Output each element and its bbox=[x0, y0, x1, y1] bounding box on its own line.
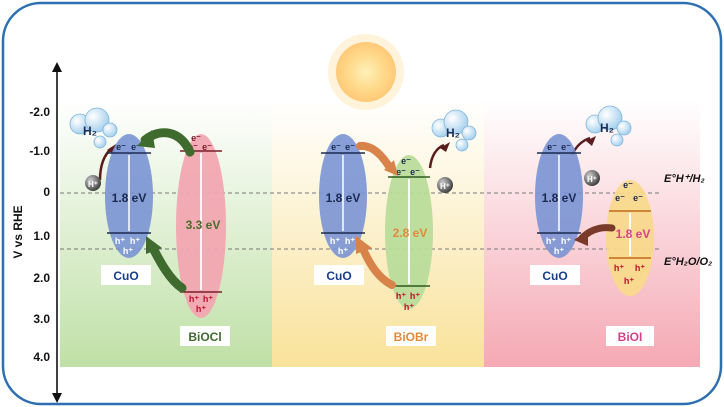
electron-label: e⁻ bbox=[202, 142, 212, 152]
cuo-label-box bbox=[314, 265, 364, 285]
y-axis-arrow-bottom bbox=[52, 393, 62, 403]
h-plus-label: H⁺ bbox=[88, 180, 98, 189]
electron-label: e⁻ bbox=[633, 193, 643, 203]
electron-label: e⁻ bbox=[623, 180, 633, 190]
cuo-gap-value: 1.8 eV bbox=[112, 191, 147, 205]
hole-label: h⁺ bbox=[203, 294, 213, 304]
electron-label: e⁻ bbox=[345, 142, 355, 152]
biobr-label: BiOBr bbox=[394, 330, 429, 344]
hole-label: h⁺ bbox=[396, 291, 406, 301]
h-plus-label: H⁺ bbox=[587, 175, 597, 184]
hole-label: h⁺ bbox=[614, 263, 624, 273]
electron-label: e⁻ bbox=[188, 142, 198, 152]
electron-label: e⁻ bbox=[401, 156, 411, 166]
hole-label: h⁺ bbox=[196, 304, 206, 314]
electron-label: e⁻ bbox=[547, 142, 557, 152]
hole-label: h⁺ bbox=[404, 302, 414, 312]
h2-label: H₂ bbox=[83, 124, 97, 138]
panel-biocl-background bbox=[60, 100, 272, 367]
h-plus-ion-icon bbox=[85, 175, 101, 191]
h2-label: H₂ bbox=[600, 121, 614, 135]
hole-label: h⁺ bbox=[330, 236, 340, 246]
y-tick-label: -1.0 bbox=[29, 144, 50, 158]
hole-label: h⁺ bbox=[624, 276, 634, 286]
y-tick-label: 3.0 bbox=[33, 312, 50, 326]
bioi-label-box bbox=[606, 326, 654, 346]
electron-transfer-arrowhead bbox=[384, 160, 398, 176]
cuo-label: CuO bbox=[542, 269, 567, 283]
hole-label: h⁺ bbox=[546, 236, 556, 246]
hole-label: h⁺ bbox=[561, 236, 571, 246]
y-axis-arrow-top bbox=[52, 62, 62, 72]
electron-label: e⁻ bbox=[331, 142, 341, 152]
hole-label: h⁺ bbox=[410, 291, 420, 301]
hole-transfer-arrowhead bbox=[356, 236, 372, 254]
y-tick-label: 4.0 bbox=[33, 350, 50, 364]
reference-label-h: E°H⁺/H₂ bbox=[664, 173, 705, 185]
biocl-label: BiOCl bbox=[188, 330, 221, 344]
y-tick-label: 2.0 bbox=[33, 271, 50, 285]
y-tick-label: 0 bbox=[43, 185, 50, 199]
h-plus-label: H⁺ bbox=[440, 182, 450, 191]
hole-label: h⁺ bbox=[635, 263, 645, 273]
biobr-label-box bbox=[386, 326, 436, 346]
electron-label: e⁻ bbox=[561, 142, 571, 152]
h2-bubbles-icon: H₂ bbox=[69, 107, 118, 149]
cuo-label: CuO bbox=[113, 269, 138, 283]
h2-arrowhead bbox=[440, 142, 450, 152]
y-tick-label: -2.0 bbox=[29, 105, 50, 119]
y-axis-label: V vs RHE bbox=[11, 205, 25, 258]
hole-label: h⁺ bbox=[554, 246, 564, 256]
biobr-gap-value: 2.8 eV bbox=[393, 226, 428, 240]
h2-arrow bbox=[428, 143, 445, 169]
panel-biobr-background bbox=[272, 100, 484, 367]
electron-transfer-arrowhead bbox=[137, 130, 155, 148]
biocl-label-box bbox=[180, 326, 230, 346]
cuo-label-box bbox=[101, 265, 151, 285]
electron-label: e⁻ bbox=[131, 142, 141, 152]
cuo-gap-value: 1.8 eV bbox=[542, 191, 577, 205]
hole-label: h⁺ bbox=[189, 294, 199, 304]
reference-label-o: E°H₂O/O₂ bbox=[664, 256, 712, 268]
h2-bubbles-icon: H₂ bbox=[585, 105, 632, 147]
hole-label: h⁺ bbox=[338, 246, 348, 256]
panel-biocl: H₂ H⁺ e⁻ e⁻ 1.8 eV h⁺ h⁺ h⁺ CuO e⁻ e⁻ e⁻… bbox=[69, 107, 230, 346]
hole-label: h⁺ bbox=[130, 236, 140, 246]
panel-bioi: H₂ H⁺ e⁻ e⁻ 1.8 eV h⁺ h⁺ h⁺ CuO e⁻ e⁻ e⁻… bbox=[530, 105, 654, 346]
h2-bubbles-icon: H₂ bbox=[431, 109, 477, 152]
panel-biobr: e⁻ e⁻ 1.8 eV h⁺ h⁺ h⁺ CuO e⁻ e⁻ e⁻ 2.8 e… bbox=[314, 109, 477, 346]
hole-transfer-arrowhead bbox=[574, 230, 588, 246]
electron-label: e⁻ bbox=[191, 133, 201, 143]
h-plus-ion-icon bbox=[437, 177, 453, 193]
bioi-gap-value: 1.8 eV bbox=[616, 227, 651, 241]
electron-label: e⁻ bbox=[396, 167, 406, 177]
hole-label: h⁺ bbox=[123, 246, 133, 256]
cuo-label: CuO bbox=[326, 269, 351, 283]
electron-label: e⁻ bbox=[116, 142, 126, 152]
electron-transfer-arrow bbox=[356, 141, 394, 172]
h2-label: H₂ bbox=[446, 126, 460, 140]
y-tick-label: 1.0 bbox=[33, 229, 50, 243]
sun-icon bbox=[328, 34, 404, 110]
hole-label: h⁺ bbox=[345, 236, 355, 246]
hole-transfer-arrowhead bbox=[146, 236, 162, 254]
hole-label: h⁺ bbox=[115, 236, 125, 246]
h2-arrowhead bbox=[586, 136, 596, 146]
electron-label: e⁻ bbox=[410, 167, 420, 177]
biocl-gap-value: 3.3 eV bbox=[186, 218, 221, 232]
bioi-label: BiOI bbox=[618, 330, 643, 344]
electron-label: e⁻ bbox=[615, 193, 625, 203]
y-axis-ticks: -2.0 -1.0 0 1.0 2.0 3.0 4.0 bbox=[29, 105, 50, 364]
h-plus-ion-icon bbox=[584, 170, 600, 186]
cuo-gap-value: 1.8 eV bbox=[326, 191, 361, 205]
cuo-label-box bbox=[530, 265, 580, 285]
